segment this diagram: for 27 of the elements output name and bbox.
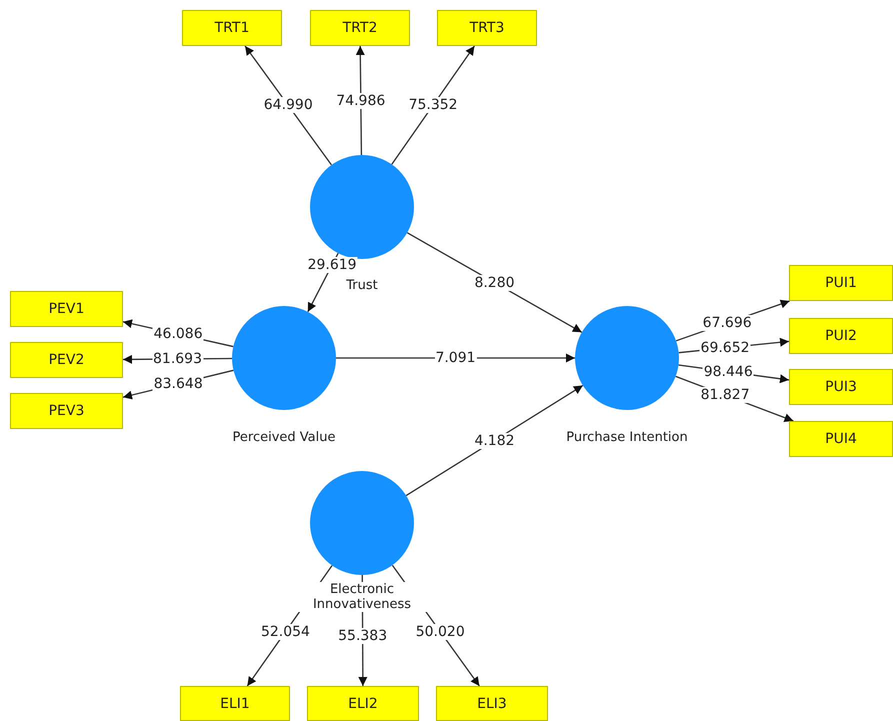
indicator-box: ELI3	[436, 686, 548, 721]
indicator-box: PUI1	[789, 265, 893, 301]
edge-label: 52.054	[260, 624, 311, 640]
indicator-box: ELI2	[307, 686, 419, 721]
edge-label: 55.383	[337, 628, 388, 644]
edge-label: 46.086	[152, 326, 204, 342]
edge-label: 83.648	[152, 376, 204, 392]
path-arrow	[391, 46, 475, 165]
indicator-box: PEV1	[10, 291, 123, 327]
indicator-box: ELI1	[180, 686, 290, 721]
indicator-box: PEV3	[10, 393, 123, 429]
indicator-box: PUI3	[789, 369, 893, 405]
edge-label: 75.352	[408, 97, 459, 114]
edge-label: 64.990	[262, 97, 314, 114]
edge-label: 67.696	[702, 314, 753, 331]
edge-label: 8.280	[473, 274, 516, 290]
indicator-box: PUI2	[789, 318, 893, 354]
edge-label: 4.182	[473, 432, 516, 448]
indicator-box: TRT1	[182, 10, 282, 46]
indicator-box: TRT2	[310, 10, 410, 46]
indicator-box: TRT3	[437, 10, 537, 46]
edge-label: 29.619	[306, 256, 358, 273]
edge-label: 50.020	[414, 624, 466, 640]
indicator-box: PEV2	[10, 342, 123, 378]
edge-label: 81.827	[700, 387, 751, 404]
edge-label: 74.986	[335, 92, 386, 108]
indicator-box: PUI4	[789, 421, 893, 457]
